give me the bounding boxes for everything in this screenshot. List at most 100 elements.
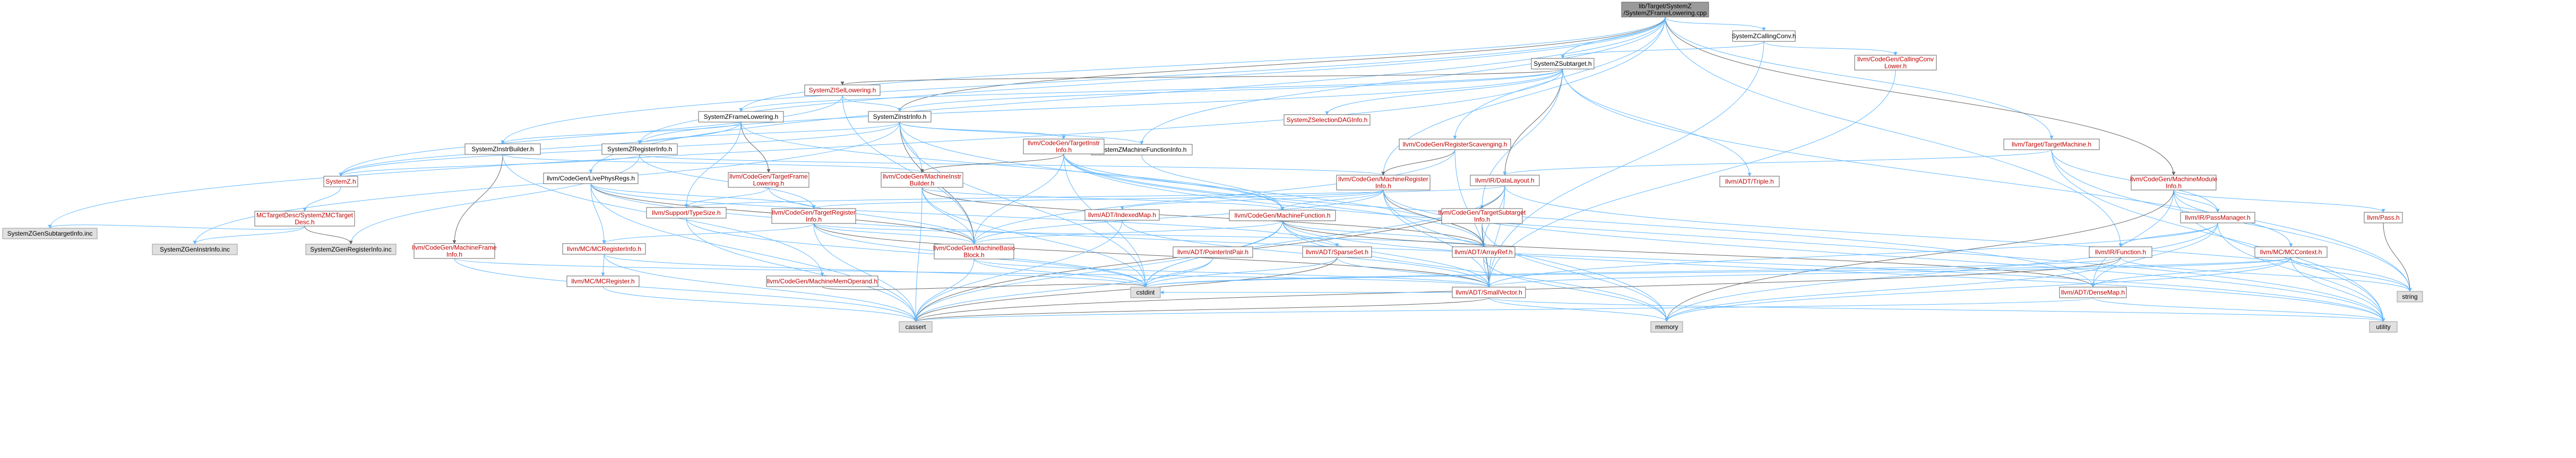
node-box — [2369, 321, 2398, 333]
node-box — [1023, 139, 1105, 154]
node-mf[interactable]: llvm/CodeGen/MachineFunction.h — [1229, 210, 1336, 221]
edge-mib-to-mf — [921, 187, 1285, 211]
node-box — [601, 143, 678, 155]
edge-densemap-to-cassert — [914, 297, 2093, 322]
node-label: SystemZSelectionDAGInfo.h — [1287, 116, 1368, 124]
node-passmanager[interactable]: llvm/IR/PassManager.h — [2180, 212, 2255, 223]
node-label: Info.h — [2166, 183, 2182, 190]
edge-mccontext-to-memory — [1665, 257, 2291, 322]
node-subtarget[interactable]: SystemZSubtarget.h — [1531, 58, 1595, 70]
node-label: llvm/CodeGen/LivePhysRegs.h — [547, 175, 635, 182]
edge-mctargetdesc-to-genreginfo — [304, 226, 353, 245]
node-smallvector[interactable]: llvm/ADT/SmallVector.h — [1452, 287, 1526, 298]
node-label: llvm/IR/PassManager.h — [2185, 214, 2250, 221]
edge-root-to-instrinfo — [898, 16, 1666, 112]
edge-callingconv-to-smallvector — [1487, 41, 1764, 288]
edge-mmi-to-densemap — [2091, 189, 2174, 288]
edge-mccontext-to-string — [2290, 257, 2412, 292]
node-label: llvm/ADT/SmallVector.h — [1455, 289, 1522, 296]
edge-arrayref-to-memory — [1483, 257, 1669, 322]
node-targetmachine[interactable]: llvm/Target/TargetMachine.h — [2003, 139, 2100, 150]
node-label: SystemZInstrInfo.h — [873, 113, 927, 120]
node-supporttypesize[interactable]: llvm/Support/TypeSize.h — [646, 207, 727, 219]
edge-framelowering-to-tfl — [740, 122, 771, 173]
node-mccontext[interactable]: llvm/MC/MCContext.h — [2254, 246, 2328, 258]
node-label: llvm/CodeGen/TargetSubtarget — [1438, 209, 1526, 217]
node-arrayref[interactable]: llvm/ADT/ArrayRef.h — [1452, 246, 1515, 258]
node-box — [2397, 291, 2423, 303]
node-label: utility — [2376, 323, 2390, 331]
node-livephysregs[interactable]: llvm/CodeGen/LivePhysRegs.h — [543, 172, 639, 184]
node-root[interactable]: lib/Target/SystemZ/SystemZFrameLowering.… — [1621, 2, 1709, 18]
edge-framelowering-to-supporttypesize — [684, 122, 742, 208]
node-label: llvm/Support/TypeSize.h — [652, 209, 720, 217]
edge-mfi-to-cassert — [454, 258, 918, 322]
edge-mf-to-densemap — [1282, 220, 2095, 288]
edge-targetinstrinfo-to-mib — [920, 153, 1064, 173]
edge-mccontext-to-densemap — [2091, 257, 2291, 288]
node-irfunction[interactable]: llvm/IR/Function.h — [2089, 246, 2152, 258]
node-box — [1531, 58, 1595, 70]
edge-indexedmap-to-cassert — [914, 220, 1123, 322]
edge-callingconv-to-subtarget — [1561, 41, 1764, 59]
node-mcregister[interactable]: llvm/MC/MCRegister.h — [566, 275, 640, 287]
node-mfinfo[interactable]: SystemZMachineFunctionInfo.h — [1091, 144, 1193, 155]
node-framelowering[interactable]: SystemZFrameLowering.h — [698, 111, 784, 123]
edge-mctargetdesc-to-geninstrinfo — [193, 226, 305, 245]
edge-mri-to-mbb — [972, 189, 1384, 245]
node-triple[interactable]: llvm/ADT/Triple.h — [1719, 176, 1780, 187]
edge-mib-to-mbb — [921, 187, 976, 245]
node-densemap[interactable]: llvm/ADT/DenseMap.h — [2059, 287, 2127, 298]
edge-mmi-to-passmanager — [2173, 189, 2220, 213]
edge-sparseset-to-smallvector — [1337, 257, 1491, 288]
node-label: llvm/CodeGen/MachineRegister — [1338, 176, 1428, 183]
node-pass[interactable]: llvm/Pass.h — [2364, 212, 2403, 223]
node-datalayout[interactable]: llvm/IR/DataLayout.h — [1470, 175, 1540, 186]
node-instrbuilder[interactable]: SystemZInstrBuilder.h — [464, 143, 541, 155]
node-regscavenging[interactable]: llvm/CodeGen/RegisterScavenging.h — [1399, 139, 1511, 150]
node-box — [1452, 246, 1515, 258]
edge-cgcallinglower-to-smallvector — [1487, 70, 1896, 288]
node-isellowering[interactable]: SystemZISelLowering.h — [804, 84, 881, 96]
edge-root-to-registerinfo — [637, 16, 1666, 144]
node-box — [2254, 246, 2328, 258]
edge-callingconv-to-cgcallinglower — [1763, 41, 1898, 56]
node-label: llvm/CodeGen/MachineFunction.h — [1235, 212, 1331, 219]
node-utility: utility — [2369, 321, 2398, 333]
node-label: llvm/CodeGen/MachineInstr — [883, 173, 961, 180]
edge-supporttypesize-to-cstdint — [686, 218, 1148, 288]
edge-subtarget-to-isellowering — [840, 68, 1563, 85]
node-ptrintpair[interactable]: llvm/ADT/PointerIntPair.h — [1173, 246, 1253, 258]
node-label: llvm/ADT/ArrayRef.h — [1454, 248, 1512, 256]
node-mcreginfo[interactable]: llvm/MC/MCRegisterInfo.h — [562, 243, 646, 255]
edge-mcregister-to-cassert — [602, 286, 918, 322]
node-selectiondag[interactable]: SystemZSelectionDAGInfo.h — [1283, 114, 1371, 126]
node-box — [413, 243, 495, 259]
node-gensubtarget: SystemZGenSubtargetInfo.inc — [2, 228, 98, 239]
node-systemz[interactable]: SystemZ.h — [323, 176, 358, 187]
edge-mmo-to-cstdint — [822, 283, 1148, 290]
node-label: SystemZFrameLowering.h — [704, 113, 779, 120]
node-callingconv[interactable]: SystemZCallingConv.h — [1731, 30, 1796, 42]
edge-tri-to-smallvector — [813, 223, 1491, 288]
node-registerinfo[interactable]: SystemZRegisterInfo.h — [601, 143, 678, 155]
node-instrinfo[interactable]: SystemZInstrInfo.h — [868, 111, 932, 123]
node-sparseset[interactable]: llvm/ADT/SparseSet.h — [1302, 246, 1372, 258]
edge-mmi-to-pass — [2173, 189, 2385, 213]
edge-isellowering-to-mbb — [842, 95, 976, 245]
node-label: cstdint — [1136, 289, 1155, 296]
node-mmo[interactable]: llvm/CodeGen/MachineMemOperand.h — [766, 275, 878, 287]
edge-layer — [48, 16, 2412, 322]
node-indexedmap[interactable]: llvm/ADT/IndexedMap.h — [1084, 209, 1160, 221]
